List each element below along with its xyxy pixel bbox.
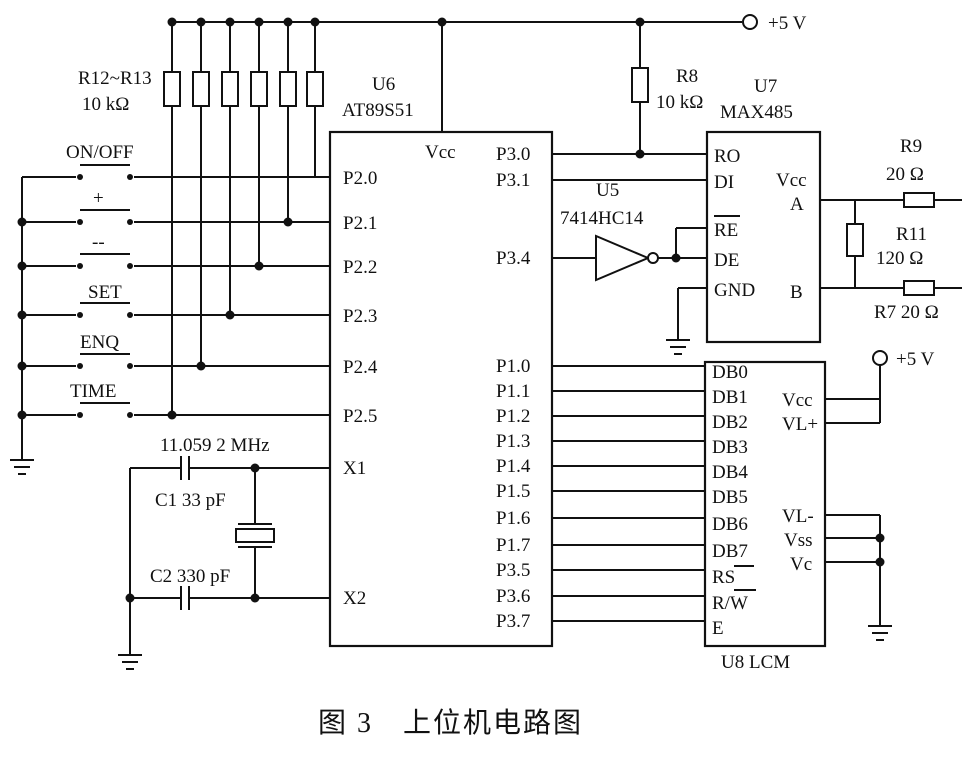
r11-label: R11 [896,224,927,245]
lcm-pin-db5: DB5 [712,487,748,508]
r8-label: R8 [676,66,698,87]
serial-lines [552,153,707,181]
figure-caption: 图 3 上位机电路图 [318,707,583,739]
max485-ref: U7 [754,76,777,97]
mcu-ref: U6 [372,74,395,95]
button-time[interactable]: TIME [17,381,331,420]
button-label-on-off: ON/OFF [66,142,134,163]
r7-label: R7 20 Ω [874,302,939,323]
mcu-pin-p1-1: P1.1 [496,381,530,402]
mcu-pin-p1-2: P1.2 [496,406,530,427]
pullup-label: R12~R13 [78,68,152,89]
lcm-pin-rw: R/W [712,593,748,614]
lcm-pin-rs: RS [712,567,735,588]
lcm-vl-plus: VL+ [782,414,818,435]
inverter-part: 7414HC14 [560,208,644,229]
lcm-u8: U8 LCM DB0 DB1 DB2 DB3 DB4 DB5 DB6 DB7 R… [552,349,935,673]
mcu-pin-p3-0: P3.0 [496,144,530,165]
mcu-pin-p3-5: P3.5 [496,560,530,581]
cap-c1: C1 33 pF [155,490,226,511]
max485-pin-ro: RO [714,146,740,167]
top-power-rail: +5 V [167,13,807,34]
mcu-vcc: Vcc [425,142,456,163]
max485-pin-b: B [790,282,803,303]
lcm-pin-db0: DB0 [712,362,748,383]
max485-pin-a: A [790,194,804,215]
button-label-set: SET [88,282,122,303]
button-bank: ON/OFF + -- [10,142,331,475]
max485-part: MAX485 [720,102,793,123]
lcm-ref: U8 LCM [721,652,790,673]
button-label-time: TIME [70,381,116,402]
lcm-pin-db1: DB1 [712,387,748,408]
mcu-pin-p2-1: P2.1 [343,213,377,234]
mcu-pin-p1-4: P1.4 [496,456,531,477]
button-on-off[interactable]: ON/OFF [22,142,330,180]
inverter-ref: U5 [596,180,619,201]
button-enq[interactable]: ENQ [17,332,331,371]
mcu-pin-p3-4: P3.4 [496,248,531,269]
inverter-u5: U5 7414HC14 [552,180,707,282]
top-power-label: +5 V [768,13,807,34]
r8-pullup: R8 10 kΩ [631,22,703,159]
mcu-u6: U6 AT89S51 Vcc P2.0 P2.1 P2.2 P2.3 P2.4 … [328,22,554,648]
r11-value: 120 Ω [876,248,923,269]
max485-pin-de: DE [714,250,739,271]
mcu-pin-x2: X2 [343,588,366,609]
lcm-pin-db4: DB4 [712,462,748,483]
max485-pin-di: DI [714,172,734,193]
max485-pin-gnd: GND [714,280,755,301]
max485-pin-re: RE [714,220,738,241]
mcu-pin-p1-5: P1.5 [496,481,530,502]
mcu-pin-p3-1: P3.1 [496,170,530,191]
mcu-pin-p1-7: P1.7 [496,535,530,556]
mcu-pin-p3-6: P3.6 [496,586,530,607]
mcu-pin-x1: X1 [343,458,366,479]
mcu-pin-p2-3: P2.3 [343,306,377,327]
r9-label: R9 [900,136,922,157]
lcm-vc: Vc [790,554,812,575]
button-label-enq: ENQ [80,332,119,353]
max485-u7: U7 MAX485 RO DI RE DE GND Vcc A B [666,76,822,355]
button-plus[interactable]: + [17,188,331,227]
button-label-plus: + [93,188,104,209]
mcu-pin-p3-7: P3.7 [496,611,530,632]
lcm-pin-e: E [712,618,724,639]
crystal-oscillator: 11.059 2 MHz C1 33 pF C2 330 pF [118,435,330,670]
mcu-pin-p1-3: P1.3 [496,431,530,452]
lcm-vl-minus: VL- [782,506,814,527]
r8-value: 10 kΩ [656,92,703,113]
lcm-pin-db3: DB3 [712,437,748,458]
button-set[interactable]: SET [17,282,331,320]
mcu-pin-p1-6: P1.6 [496,508,530,529]
mcu-pin-p1-0: P1.0 [496,356,530,377]
lcm-pin-db2: DB2 [712,412,748,433]
rs485-network: R9 20 Ω R11 120 Ω R7 20 Ω [820,136,962,323]
max485-vcc: Vcc [776,170,807,191]
pullup-resistor-bank: R12~R13 10 kΩ [78,22,324,415]
button-label-minus: -- [92,232,105,253]
mcu-pin-p2-4: P2.4 [343,357,378,378]
r9-value: 20 Ω [886,164,924,185]
pullup-value: 10 kΩ [82,94,129,115]
lcm-vcc: Vcc [782,390,813,411]
lcm-vss: Vss [784,530,813,551]
mcu-pin-p2-2: P2.2 [343,257,377,278]
lcm-pin-db7: DB7 [712,541,748,562]
lcm-pin-db6: DB6 [712,514,748,535]
mcu-pin-p2-0: P2.0 [343,168,377,189]
cap-c2: C2 330 pF [150,566,230,587]
crystal-frequency: 11.059 2 MHz [160,435,270,456]
lcm-power-label: +5 V [896,349,935,370]
mcu-part: AT89S51 [342,100,414,121]
button-minus[interactable]: -- [17,232,331,271]
mcu-pin-p2-5: P2.5 [343,406,377,427]
